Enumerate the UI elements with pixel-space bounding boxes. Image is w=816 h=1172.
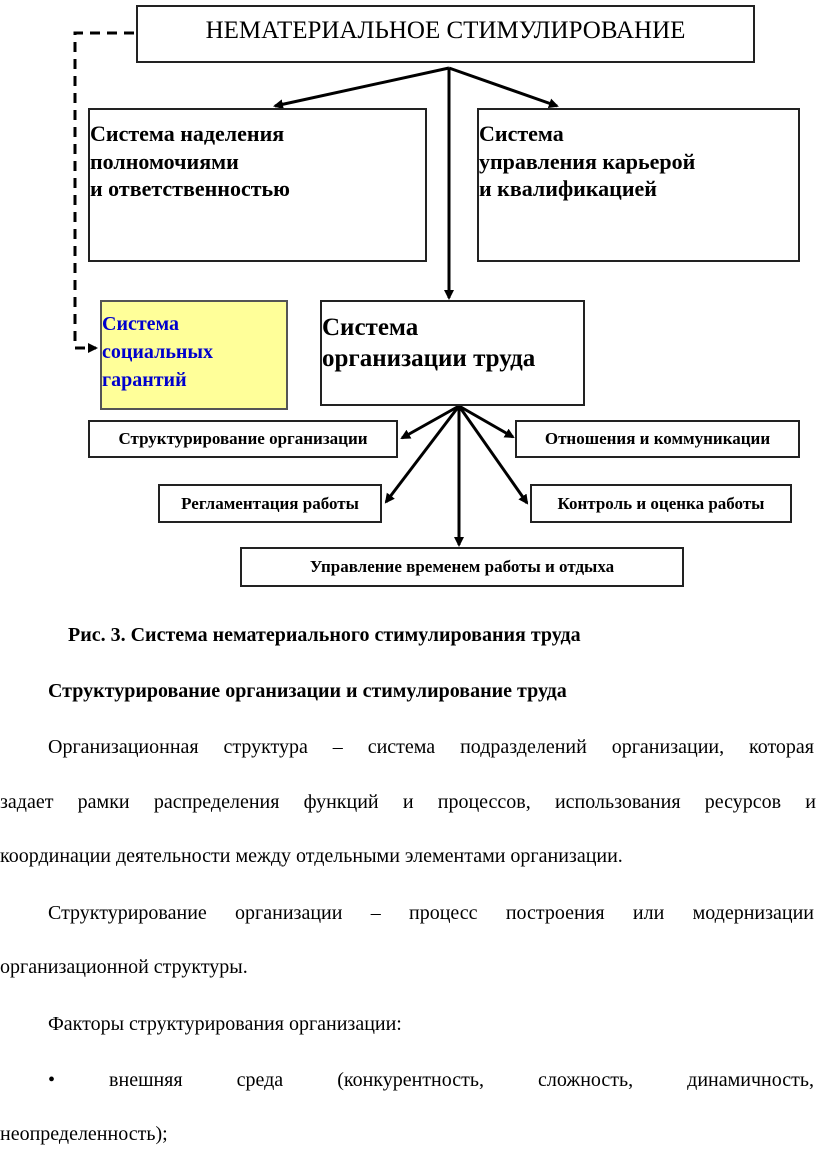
social-line: Система xyxy=(102,313,180,335)
relations-box: Отношения и коммуникации xyxy=(515,420,800,458)
paragraph-line: задает рамки распределения функций и про… xyxy=(0,791,816,813)
section-heading: Структурирование организации и стимулиро… xyxy=(48,680,567,702)
paragraph-line: неопределенность); xyxy=(0,1123,168,1145)
root-label: НЕМАТЕРИАЛЬНОЕ СТИМУЛИРОВАНИЕ xyxy=(205,17,686,44)
arrow-to-relations xyxy=(458,404,515,439)
paragraph-line: Факторы структурирования организации: xyxy=(48,1013,402,1035)
paragraph-line: организационной структуры. xyxy=(0,956,248,978)
diagram-connectors xyxy=(73,31,559,547)
labor-org-box: Система организации труда xyxy=(320,300,585,406)
career-line: и квалификацией xyxy=(479,176,657,201)
control-label: Контроль и оценка работы xyxy=(557,493,765,513)
arrow-to-authority xyxy=(273,66,450,110)
structuring-box: Структурирование организации xyxy=(88,420,398,458)
arrow-to-career xyxy=(448,66,559,109)
authority-box: Система наделения полномочиями и ответст… xyxy=(88,108,427,262)
bullet-line: • внешняя среда (конкурентность, сложнос… xyxy=(48,1069,814,1091)
labor-org-line: организации труда xyxy=(322,345,536,373)
authority-line: Система наделения xyxy=(90,121,285,146)
social-line: гарантий xyxy=(102,369,187,391)
paragraph-line: Организационная структура – система подр… xyxy=(48,736,814,758)
authority-line: и ответственностью xyxy=(90,176,290,201)
authority-line: полномочиями xyxy=(90,148,239,174)
labor-org-line: Система xyxy=(322,314,419,341)
career-box: Система управления карьерой и квалификац… xyxy=(477,108,800,262)
root-box: НЕМАТЕРИАЛЬНОЕ СТИМУЛИРОВАНИЕ xyxy=(136,5,755,63)
relations-label: Отношения и коммуникации xyxy=(544,429,771,449)
time-box: Управление временем работы и отдыха xyxy=(240,547,684,587)
career-line: Система xyxy=(479,121,564,146)
control-box: Контроль и оценка работы xyxy=(530,484,792,523)
figure-caption: Рис. 3. Система нематериального стимулир… xyxy=(68,624,581,646)
social-guarantees-box: Система социальных гарантий xyxy=(100,300,288,410)
regulation-label: Регламентация работы xyxy=(181,493,359,513)
arrow-to-structuring xyxy=(400,404,460,440)
career-line: управления карьерой xyxy=(479,148,696,174)
social-line: социальных xyxy=(102,341,214,363)
regulation-box: Регламентация работы xyxy=(158,484,382,523)
arrow-to-control xyxy=(457,405,529,505)
time-label: Управление временем работы и отдыха xyxy=(309,557,615,577)
paragraph-line: Структурирование организации – процесс п… xyxy=(48,902,814,924)
paragraph-line: координации деятельности между отдельным… xyxy=(0,845,623,867)
structuring-label: Структурирование организации xyxy=(118,429,368,449)
arrow-to-regulation xyxy=(384,405,461,504)
